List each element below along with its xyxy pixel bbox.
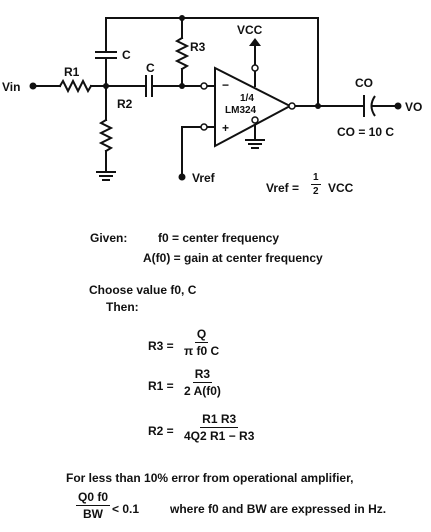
opamp-fraction: 1/4 — [240, 93, 254, 104]
co-label: CO — [355, 76, 373, 90]
r2-eq-lhs: R2 = — [148, 424, 174, 438]
vcc-label: VCC — [237, 23, 263, 37]
opamp-triangle — [214, 66, 293, 148]
given-f0: f0 = center frequency — [158, 231, 280, 245]
r1-resistor — [58, 78, 93, 94]
condition-note: where f0 and BW are expressed in Hz. — [170, 502, 387, 516]
vref-eq-rhs: VCC — [328, 181, 354, 195]
schematic: Vin R1 R2 R3 C C VCC Vref 1/4 LM324 − + … — [2, 15, 422, 185]
condition-rhs: < 0.1 — [112, 502, 140, 516]
condition-fraction: Q0 f0 BW — [76, 490, 111, 521]
r2-label: R2 — [117, 97, 133, 111]
given-label: Given: — [90, 231, 128, 245]
opamp-plus: + — [222, 121, 229, 135]
r2-resistor — [98, 118, 114, 153]
r3-eq-fraction: Q π f0 C — [184, 327, 220, 358]
r3-resistor — [174, 36, 190, 71]
r2-eq-fraction: R1 R3 4Q2 R1 − R3 — [184, 412, 255, 443]
c1-label: C — [122, 48, 131, 62]
r1-eq-fraction: R3 2 A(f0) — [184, 367, 221, 398]
vo-terminal — [394, 102, 402, 110]
c2-label: C — [146, 61, 155, 75]
then-text: Then: — [106, 300, 139, 314]
r3-label: R3 — [190, 40, 206, 54]
vref-eq-fraction: 1 2 — [311, 172, 321, 197]
vref-label: Vref — [192, 171, 216, 185]
given-gain: A(f0) = gain at center frequency — [143, 251, 323, 265]
choose-text: Choose value f0, C — [89, 283, 197, 297]
vref-eq-lhs: Vref = — [266, 181, 300, 195]
opamp-name: LM324 — [225, 105, 257, 116]
opamp-minus: − — [222, 78, 229, 92]
r3-eq-lhs: R3 = — [148, 339, 174, 353]
vin-label: Vin — [2, 80, 20, 94]
error-note: For less than 10% error from operational… — [66, 471, 354, 485]
vin-terminal — [29, 82, 37, 90]
vref-terminal — [178, 173, 186, 181]
r1-eq-lhs: R1 = — [148, 379, 174, 393]
vo-label: VO — [405, 100, 422, 114]
r1-label: R1 — [64, 65, 80, 79]
co-value: CO = 10 C — [337, 125, 394, 139]
